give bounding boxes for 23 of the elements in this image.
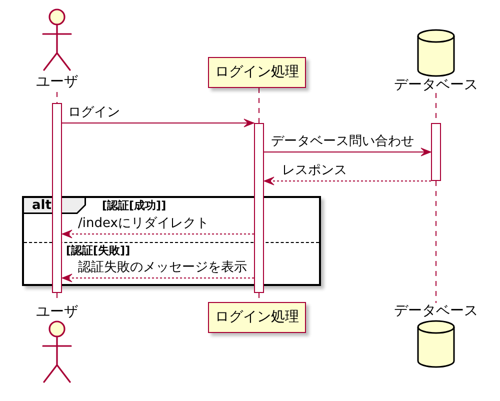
message-label: データベース問い合わせ <box>271 134 414 149</box>
message-label: 認証失敗のメッセージを表示 <box>78 260 247 275</box>
participant-box: ログイン処理 <box>208 57 306 88</box>
participant-name: ユーザ <box>36 304 78 320</box>
participant-box: ログイン処理 <box>208 302 306 333</box>
activation-bar <box>431 123 441 181</box>
message-arrow <box>264 176 432 186</box>
message-label: /indexにリダイレクト <box>78 216 209 231</box>
guard-label: [認証[成功]] <box>102 199 166 212</box>
message-arrow <box>62 274 254 282</box>
activation-bar <box>52 103 62 293</box>
guard-label: [認証[失敗]] <box>66 244 130 257</box>
lifeline <box>56 92 58 104</box>
message-label: ログイン <box>68 105 120 120</box>
participant-name: データベース <box>394 77 478 93</box>
lifeline <box>258 88 260 124</box>
message-arrow <box>62 118 254 128</box>
message-label: レスポンス <box>282 163 347 178</box>
message-arrow <box>264 148 432 156</box>
participant-name: データベース <box>394 303 478 319</box>
message-arrow <box>62 230 254 238</box>
activation-bar <box>254 123 264 293</box>
participant-name: ユーザ <box>36 74 78 90</box>
